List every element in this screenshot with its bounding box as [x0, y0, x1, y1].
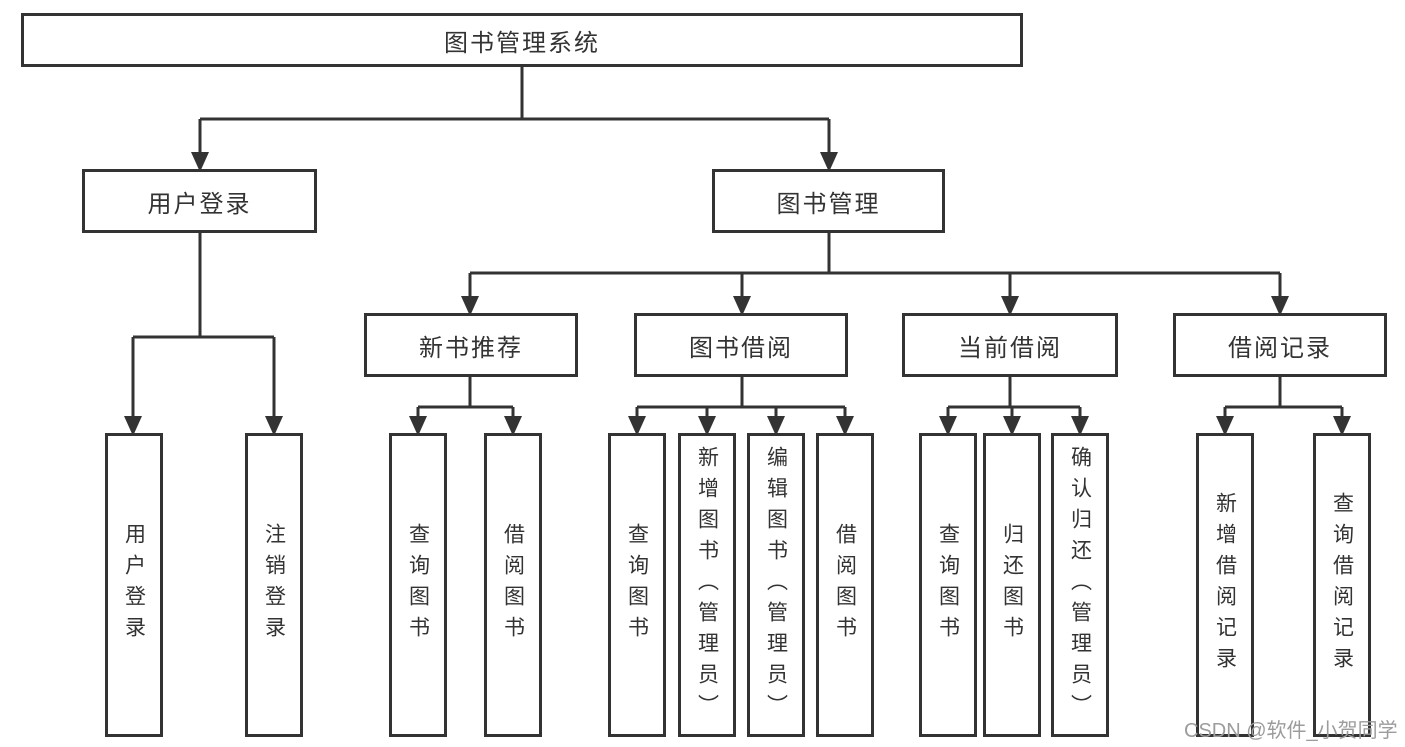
- node-user-login: 用户登录: [82, 169, 317, 233]
- leaf-logout: 注销登录: [245, 433, 303, 737]
- leaf-query-borrow-record: 查询借阅记录: [1313, 433, 1371, 737]
- node-new-book-recommend: 新书推荐: [364, 313, 578, 377]
- node-borrowing-records: 借阅记录: [1173, 313, 1387, 377]
- leaf-borrow-books: 借阅图书: [816, 433, 874, 737]
- csdn-watermark: CSDN @软件_小贺同学: [1184, 720, 1398, 742]
- leaf-edit-book-admin: 编辑图书（管理员）: [747, 433, 805, 737]
- leaf-query-books-recommend: 查询图书: [389, 433, 447, 737]
- leaf-query-books-borrow: 查询图书: [608, 433, 666, 737]
- node-book-borrowing: 图书借阅: [634, 313, 848, 377]
- leaf-add-book-admin: 新增图书（管理员）: [678, 433, 736, 737]
- leaf-add-borrow-record: 新增借阅记录: [1196, 433, 1254, 737]
- leaf-borrow-books-recommend: 借阅图书: [484, 433, 542, 737]
- leaf-confirm-return-admin: 确认归还（管理员）: [1051, 433, 1109, 737]
- leaf-return-books: 归还图书: [983, 433, 1041, 737]
- node-book-management-system: 图书管理系统: [21, 13, 1023, 67]
- node-book-management: 图书管理: [712, 169, 945, 233]
- node-current-borrowing: 当前借阅: [902, 313, 1118, 377]
- leaf-user-login: 用户登录: [105, 433, 163, 737]
- leaf-query-books-current: 查询图书: [919, 433, 977, 737]
